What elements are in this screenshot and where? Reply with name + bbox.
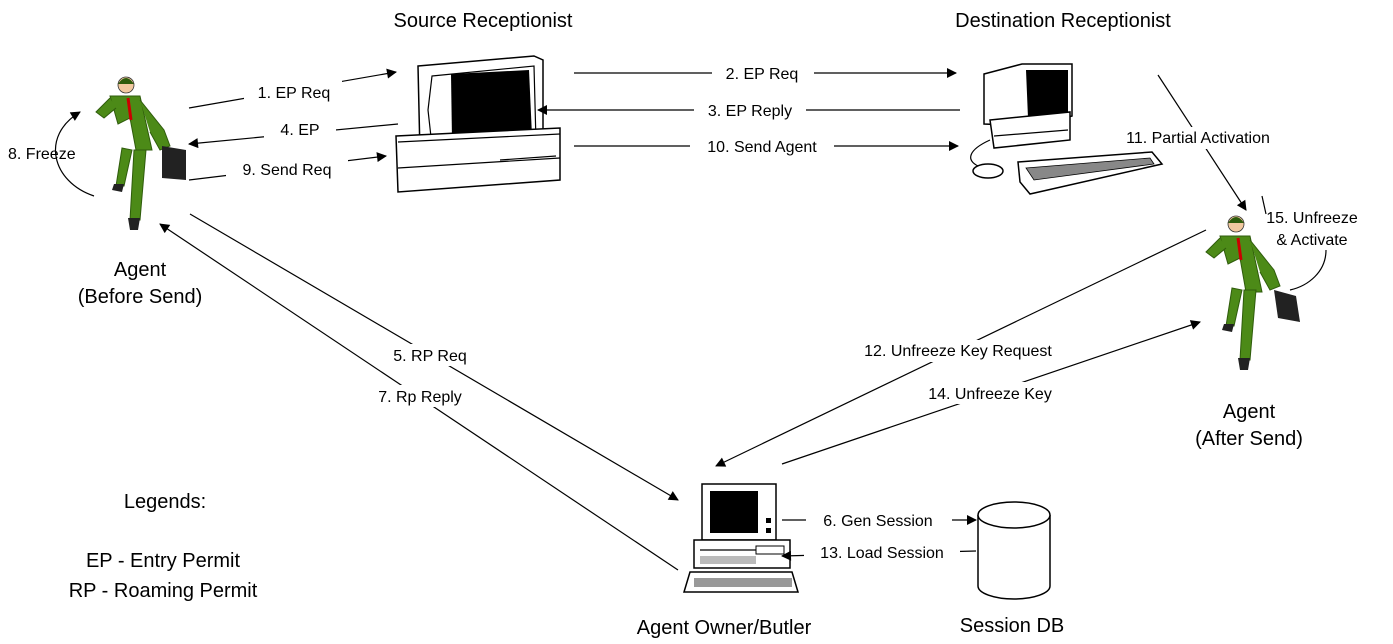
session-db-title: Session DB [960,615,1065,637]
step-13-label: 13. Load Session [820,545,944,562]
step-7-label: 7. Rp Reply [378,389,462,406]
legend-rp: RP - Roaming Permit [69,580,258,602]
agent-after-title: Agent (After Send) [1195,401,1303,450]
agent-before-title-line1: Agent [114,259,167,281]
owner-computer-icon [682,483,800,593]
agent-after-title-line2: (After Send) [1195,428,1303,450]
step-8-label: 8. Freeze [8,146,76,163]
step-15-label-line1: 15. Unfreeze [1266,210,1358,227]
step-6-label: 6. Gen Session [823,513,932,530]
step-12-label: 12. Unfreeze Key Request [864,343,1052,360]
source-receptionist-title: Source Receptionist [394,10,573,32]
source-computer-icon [395,55,561,193]
step-3-label: 3. EP Reply [708,103,792,120]
arrow-15-unfreeze-activate [1261,195,1327,291]
step-5-label: 5. RP Req [393,348,467,365]
agent-before-figure-icon [95,76,186,230]
legend-title: Legends: [124,491,206,513]
destination-receptionist-title: Destination Receptionist [955,10,1171,32]
step-14-label: 14. Unfreeze Key [928,386,1052,403]
agent-before-title-line2: (Before Send) [78,286,203,308]
step-15-label-line2: & Activate [1276,232,1347,249]
step-15-label: 15. Unfreeze & Activate [1266,210,1358,249]
step-1-label: 1. EP Req [258,85,331,102]
arrow-8-freeze [54,111,95,197]
agent-before-title: Agent (Before Send) [78,259,203,308]
step-9-label: 9. Send Req [243,162,332,179]
step-2-label: 2. EP Req [726,66,799,83]
step-4-label: 4. EP [280,122,319,139]
step-11-label: 11. Partial Activation [1126,130,1270,147]
step-10-label: 10. Send Agent [707,139,817,156]
owner-title: Agent Owner/Butler [637,617,812,639]
session-db-icon [977,501,1051,600]
agent-after-title-line1: Agent [1223,401,1276,423]
legend-ep: EP - Entry Permit [86,550,241,572]
legend: Legends: EP - Entry Permit RP - Roaming … [69,491,258,602]
agent-after-figure-icon [1205,215,1300,370]
destination-computer-icon [970,63,1164,195]
step-labels: 1. EP Req 4. EP 9. Send Req 8. Freeze 2.… [8,62,1358,564]
